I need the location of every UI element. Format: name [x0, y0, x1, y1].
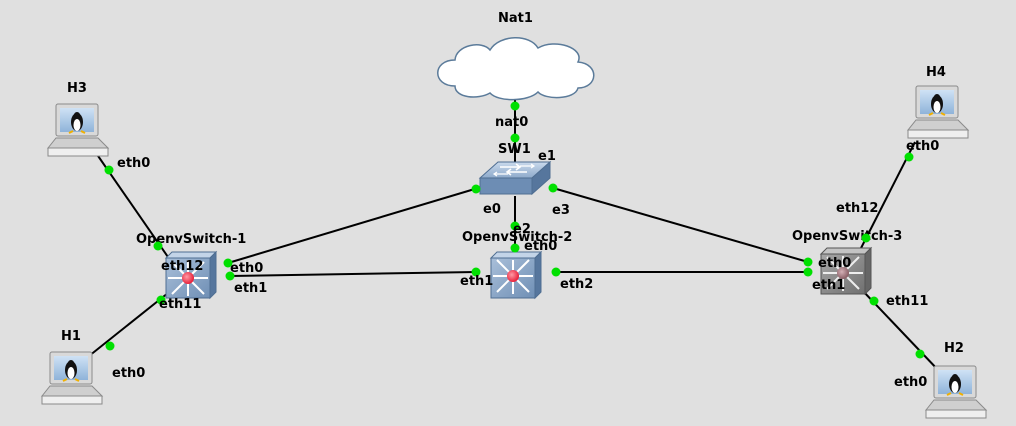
port-dot	[915, 349, 925, 359]
port-dot	[510, 243, 520, 253]
node-label-h2: H2	[944, 341, 964, 356]
port-label-ovs2-eth2: eth2	[560, 277, 593, 292]
port-dot	[861, 233, 871, 243]
port-dot	[548, 183, 558, 193]
port-label-ovs2-eth1: eth1	[460, 274, 493, 289]
port-label-h1-eth0: eth0	[112, 366, 145, 381]
port-dot	[551, 267, 561, 277]
port-dots	[104, 101, 925, 359]
node-ovs2[interactable]: OpenvSwitch-2	[462, 230, 572, 300]
linux-host-icon	[924, 365, 988, 419]
link-h1-ovs1[interactable]	[83, 292, 169, 361]
port-label-h4-eth0: eth0	[906, 139, 939, 154]
port-labels: nat0 e1 e0 e3 e2 eth0 eth12 eth0 eth1 et…	[112, 115, 939, 390]
port-label-nat0: nat0	[495, 115, 528, 130]
node-ovs3[interactable]: OpenvSwitch-3	[792, 229, 902, 296]
node-ovs1[interactable]: OpenvSwitch-1	[136, 232, 246, 300]
node-label-h1: H1	[61, 329, 81, 344]
node-label-h4: H4	[926, 65, 946, 80]
cloud-icon	[437, 37, 595, 101]
multilayer-switch-icon	[489, 250, 543, 300]
ethernet-switch-icon	[478, 160, 552, 196]
port-label-sw-e3: e3	[552, 203, 570, 218]
port-dot	[803, 257, 813, 267]
linux-host-icon	[40, 351, 104, 405]
node-label-ovs2: OpenvSwitch-2	[462, 230, 572, 245]
port-label-ovs1-eth12: eth12	[161, 259, 203, 274]
port-label-sw-e1: e1	[538, 149, 556, 164]
port-dot	[104, 165, 114, 175]
node-label-ovs3: OpenvSwitch-3	[792, 229, 902, 244]
node-sw1[interactable]: SW1	[478, 142, 552, 196]
link-sw1-ovs3[interactable]	[552, 187, 809, 263]
port-label-ovs3-eth1: eth1	[812, 278, 845, 293]
port-dot	[510, 221, 520, 231]
port-label-h3-eth0: eth0	[117, 156, 150, 171]
multilayer-switch-icon	[819, 246, 873, 296]
node-h1[interactable]: H1	[40, 329, 104, 405]
node-label-sw1: SW1	[498, 142, 531, 157]
link-ovs1-ovs2[interactable]	[229, 271, 477, 277]
port-label-ovs3-eth0: eth0	[818, 256, 851, 271]
port-dot	[471, 267, 481, 277]
port-label-ovs2-eth0: eth0	[524, 239, 557, 254]
linux-host-icon	[906, 85, 970, 139]
node-h4[interactable]: H4	[906, 65, 970, 139]
port-dot	[153, 241, 163, 251]
port-dot	[105, 341, 115, 351]
port-dot	[225, 271, 235, 281]
port-dot	[904, 152, 914, 162]
port-label-ovs3-eth11: eth11	[886, 294, 928, 309]
port-dot	[510, 101, 520, 111]
node-h3[interactable]: H3	[46, 81, 110, 157]
link-sw1-ovs1[interactable]	[227, 187, 479, 264]
node-nat1[interactable]: Nat1	[437, 11, 595, 101]
port-dot	[803, 267, 813, 277]
port-label-sw-e2: e2	[513, 222, 531, 237]
port-dot	[156, 295, 166, 305]
port-dot	[869, 296, 879, 306]
node-h2[interactable]: H2	[924, 341, 988, 419]
linux-host-icon	[46, 103, 110, 157]
port-dot	[223, 258, 233, 268]
node-label-nat1: Nat1	[498, 11, 533, 26]
port-label-sw-e0: e0	[483, 202, 501, 217]
multilayer-switch-icon	[164, 250, 218, 300]
port-label-ovs1-eth0: eth0	[230, 261, 263, 276]
port-label-ovs3-eth12: eth12	[836, 201, 878, 216]
port-label-ovs1-eth1: eth1	[234, 281, 267, 296]
port-dot	[471, 184, 481, 194]
port-dot	[510, 133, 520, 143]
node-label-ovs1: OpenvSwitch-1	[136, 232, 246, 247]
port-label-h2-eth0: eth0	[894, 375, 927, 390]
node-label-h3: H3	[67, 81, 87, 96]
port-label-ovs1-eth11: eth11	[159, 297, 201, 312]
